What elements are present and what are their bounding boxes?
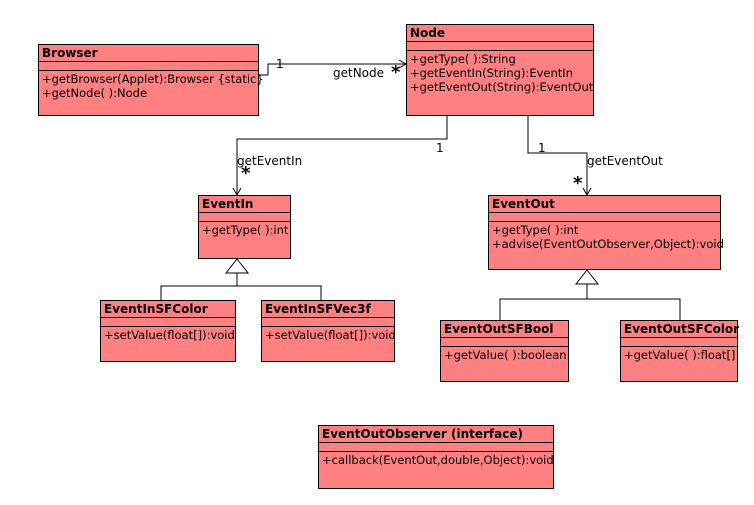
class-eventin-sfvec3f-operations: +setValue(float[]):void: [262, 327, 396, 342]
class-eventout-attributes: [489, 213, 720, 222]
class-node-name: Node: [407, 25, 593, 42]
class-eventin-sfcolor-attributes: [101, 318, 235, 327]
operation: +setValue(float[]):void: [104, 328, 235, 342]
class-eventin-sfvec3f[interactable]: EventInSFVec3f +setValue(float[]):void: [261, 300, 396, 362]
node-eventin-source-multiplicity: 1: [436, 141, 444, 155]
operation: +getNode( ):Node: [42, 86, 148, 100]
class-eventout[interactable]: EventOut +getType( ):int +advise(EventOu…: [488, 195, 724, 270]
class-eventout-sfbool-attributes: [441, 338, 568, 347]
class-node-operations: +getType( ):String +getEventIn(String):E…: [407, 51, 593, 94]
class-eventout-observer-attributes: [319, 443, 553, 452]
class-eventout-sfcolor-operations: +getValue( ):float[]: [621, 347, 737, 362]
class-eventin-sfvec3f-name: EventInSFVec3f: [262, 301, 394, 318]
operation: +setValue(float[]):void: [265, 328, 396, 342]
operation: +getType( ):int: [492, 223, 579, 237]
node-eventin-target-multiplicity: *: [241, 163, 251, 184]
class-eventout-sfbool-operations: +getValue( ):boolean: [441, 347, 568, 362]
class-eventout-name: EventOut: [489, 196, 720, 213]
operation: +advise(EventOutObserver,Object):void: [492, 237, 724, 251]
browser-node-source-multiplicity: 1: [276, 57, 284, 71]
node-eventout-role-label: getEventOut: [587, 154, 663, 168]
browser-node-role-label: getNode: [333, 66, 385, 80]
operation: +getEventOut(String):EventOut: [410, 80, 594, 94]
browser-node-target-multiplicity: *: [391, 62, 401, 83]
class-eventout-sfbool[interactable]: EventOutSFBool +getValue( ):boolean: [440, 320, 569, 382]
class-eventout-observer-name: EventOutObserver (interface): [319, 426, 553, 443]
class-eventin-operations: +getType( ):int: [199, 222, 290, 237]
class-eventin-attributes: [199, 213, 290, 222]
eventin-generalization-triangle: [224, 258, 250, 274]
class-eventin-sfcolor-name: EventInSFColor: [101, 301, 235, 318]
operation: +getEventIn(String):EventIn: [410, 66, 573, 80]
class-browser-name: Browser: [39, 45, 258, 62]
class-eventout-observer-operations: +callback(EventOut,double,Object):void: [319, 452, 554, 467]
operation: +getValue( ):boolean: [444, 348, 567, 362]
eventin-inherit-bus: [160, 285, 322, 300]
class-eventin-sfcolor-operations: +setValue(float[]):void: [101, 327, 235, 342]
class-browser-attributes: [39, 62, 258, 71]
node-eventout-target-multiplicity: *: [573, 173, 583, 194]
node-eventin-association: [236, 116, 448, 195]
eventout-generalization-triangle: [574, 269, 600, 285]
class-eventout-sfbool-name: EventOutSFBool: [441, 321, 568, 338]
operation: +getBrowser(Applet):Browser {static}: [42, 72, 264, 86]
node-eventin-role-label: getEventIn: [237, 154, 303, 168]
class-browser-operations: +getBrowser(Applet):Browser {static} +ge…: [39, 71, 264, 100]
operation: +getValue( ):float[]: [624, 348, 736, 362]
class-eventin[interactable]: EventIn +getType( ):int: [198, 195, 291, 259]
class-eventout-sfcolor-attributes: [621, 338, 737, 347]
class-eventout-sfcolor[interactable]: EventOutSFColor +getValue( ):float[]: [620, 320, 739, 382]
class-eventout-operations: +getType( ):int +advise(EventOutObserver…: [489, 222, 724, 251]
operation: +callback(EventOut,double,Object):void: [322, 453, 554, 467]
node-eventout-association: [527, 116, 588, 195]
eventout-inherit-bus: [499, 298, 681, 320]
class-eventout-observer[interactable]: EventOutObserver (interface) +callback(E…: [318, 425, 554, 489]
class-node[interactable]: Node +getType( ):String +getEventIn(Stri…: [406, 24, 594, 116]
operation: +getType( ):int: [202, 223, 289, 237]
operation: +getType( ):String: [410, 52, 516, 66]
class-eventin-name: EventIn: [199, 196, 290, 213]
class-node-attributes: [407, 42, 593, 51]
browser-node-association: [258, 63, 406, 76]
class-eventin-sfcolor[interactable]: EventInSFColor +setValue(float[]):void: [100, 300, 236, 362]
class-browser[interactable]: Browser +getBrowser(Applet):Browser {sta…: [38, 44, 264, 116]
class-eventout-sfcolor-name: EventOutSFColor: [621, 321, 739, 338]
node-eventout-source-multiplicity: 1: [538, 141, 546, 155]
class-eventin-sfvec3f-attributes: [262, 318, 394, 327]
